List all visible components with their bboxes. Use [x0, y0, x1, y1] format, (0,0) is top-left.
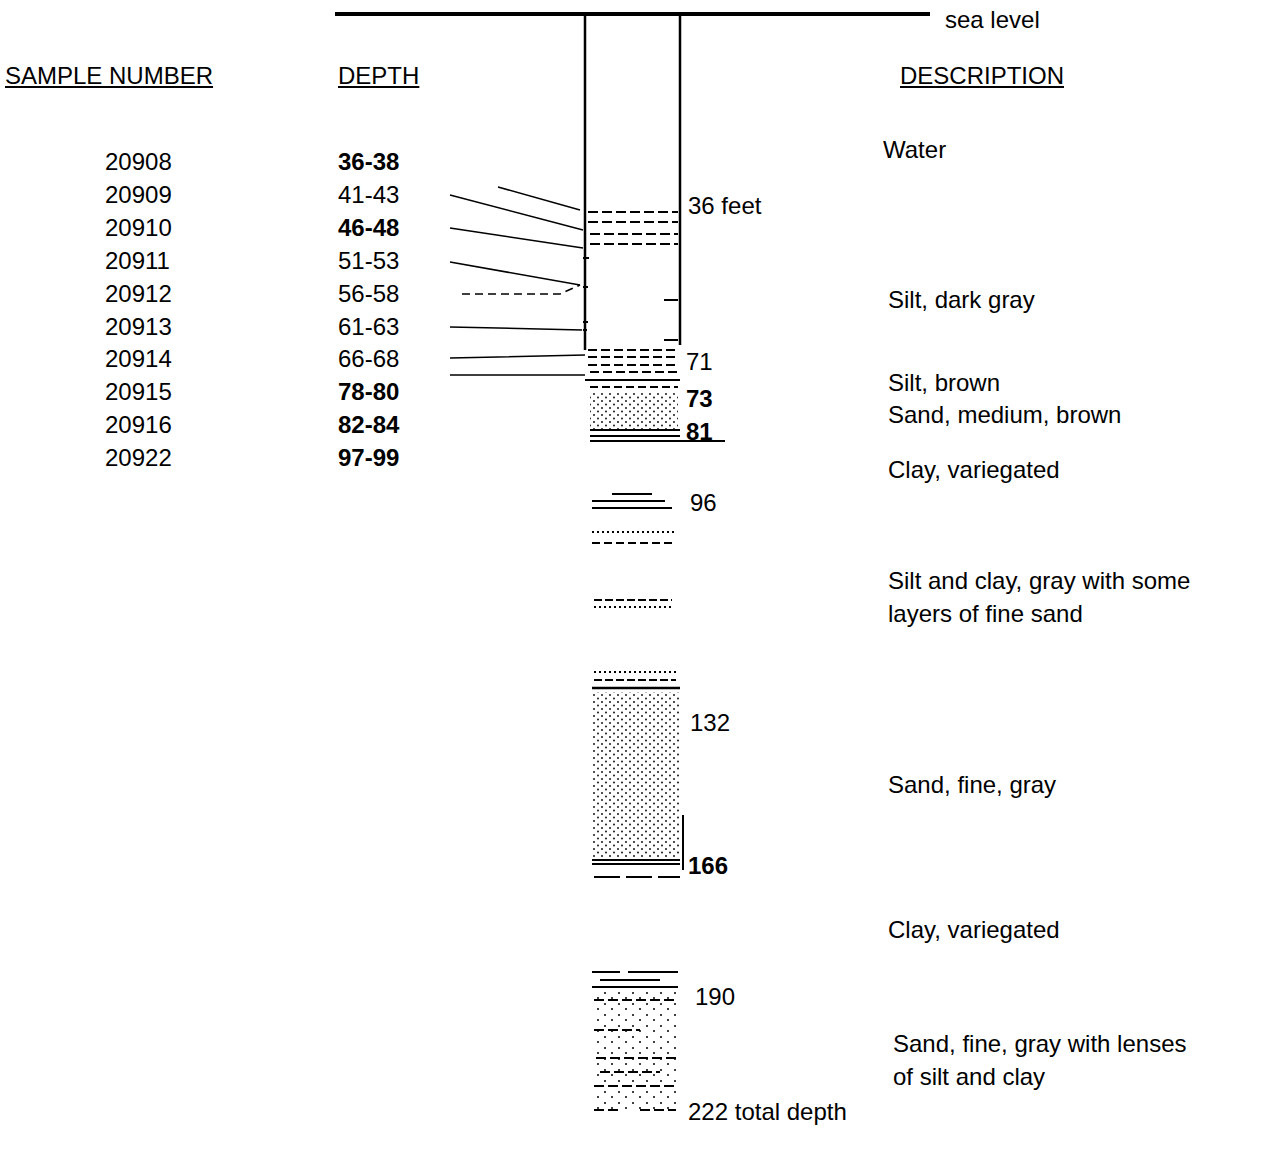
layer-description: Clay, variegated [888, 916, 1060, 944]
sand-symbol [594, 671, 676, 673]
silt-symbol [590, 386, 678, 388]
sand-symbol [594, 606, 672, 608]
sample-number: 20915 [105, 378, 172, 406]
depth-mark: 222 total depth [688, 1098, 847, 1126]
sample-number: 20916 [105, 411, 172, 439]
sample-number: 20911 [105, 247, 170, 275]
sample-leader [462, 285, 580, 294]
column-header: SAMPLE NUMBER [5, 62, 213, 90]
sand-symbol [590, 393, 678, 430]
sand-symbol [592, 531, 676, 533]
sea-level-line [335, 12, 930, 16]
depth-range: 41-43 [338, 181, 399, 209]
depth-mark: 73 [686, 385, 713, 413]
lens-symbol [594, 1000, 676, 1110]
depth-range: 66-68 [338, 345, 399, 373]
depth-mark: 166 [688, 852, 728, 880]
sample-number: 20913 [105, 313, 172, 341]
column-header: DESCRIPTION [900, 62, 1064, 90]
sample-number: 20914 [105, 345, 172, 373]
layer-description: Silt and clay, gray with some layers of … [888, 564, 1228, 630]
layer-description: Silt, dark gray [888, 286, 1035, 314]
sample-number: 20910 [105, 214, 172, 242]
sample-leader [450, 187, 585, 375]
layer-description: Sand, fine, gray [888, 771, 1056, 799]
depth-range: 61-63 [338, 313, 399, 341]
layer-boundary [592, 687, 680, 690]
layer-description: Silt, brown [888, 369, 1000, 397]
depth-range: 97-99 [338, 444, 399, 472]
clay-symbol [592, 494, 672, 508]
silt-tick [583, 258, 678, 340]
silt-symbol [592, 542, 672, 544]
depth-range: 78-80 [338, 378, 399, 406]
depth-mark: 96 [690, 489, 717, 517]
depth-range: 51-53 [338, 247, 399, 275]
depth-range: 82-84 [338, 411, 399, 439]
depth-mark: 190 [695, 983, 735, 1011]
layer-description: Water [883, 136, 946, 164]
layer-description: Clay, variegated [888, 456, 1060, 484]
sea-level-label: sea level [945, 6, 1040, 34]
depth-tick [682, 815, 684, 870]
layer-boundary [592, 860, 680, 864]
depth-mark: 71 [686, 348, 713, 376]
layer-description: Sand, medium, brown [888, 401, 1121, 429]
depth-range: 46-48 [338, 214, 399, 242]
silt-symbol [594, 679, 676, 681]
sample-number: 20908 [105, 148, 172, 176]
depth-mark: 36 feet [688, 192, 761, 220]
sample-number: 20922 [105, 444, 172, 472]
sand-symbol [592, 992, 680, 1112]
silt-symbol [588, 350, 678, 372]
clay-symbol [592, 972, 678, 987]
sand-symbol [592, 692, 680, 858]
silt-symbol [594, 599, 672, 601]
layer-boundary [585, 379, 680, 381]
layer-description: Sand, fine, gray with lenses of silt and… [893, 1027, 1193, 1093]
sample-number: 20912 [105, 280, 172, 308]
depth-mark: 132 [690, 709, 730, 737]
depth-mark: 81 [686, 418, 713, 446]
depth-range: 56-58 [338, 280, 399, 308]
column-header: DEPTH [338, 62, 419, 90]
clay-symbol [594, 876, 680, 878]
sample-number: 20909 [105, 181, 172, 209]
depth-range: 36-38 [338, 148, 399, 176]
silt-symbol [588, 212, 678, 244]
